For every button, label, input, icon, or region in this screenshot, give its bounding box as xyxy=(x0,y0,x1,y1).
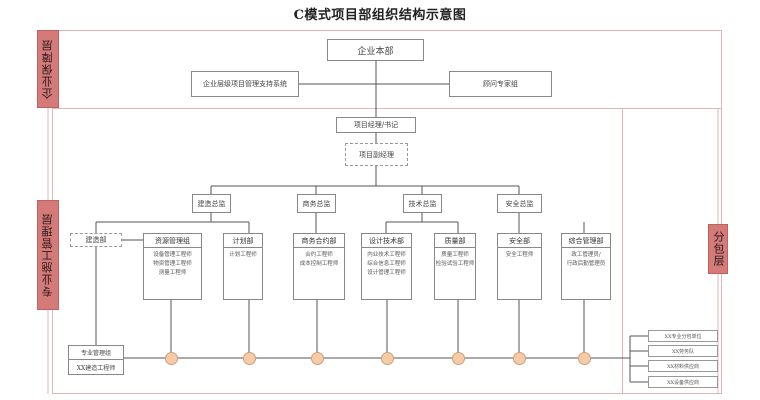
department-role: 测量工程师 xyxy=(158,270,187,276)
enterprise-layer-tab: 企业保障层 xyxy=(37,30,59,108)
subcontractor-box: XX设备供应商 xyxy=(648,376,718,388)
department-role: 物资管理工程师 xyxy=(153,261,192,267)
department-role: 安全工程师 xyxy=(505,252,534,258)
department-box: 综合管理部 政工管理员/ 行政后勤管理员 xyxy=(561,233,611,300)
bus-node xyxy=(311,352,324,365)
director-box: 技术总监 xyxy=(403,194,442,213)
department-role: 检验试验工程师 xyxy=(435,261,475,267)
department-role: 计划工程师 xyxy=(229,252,257,258)
department-role: 质量工程师 xyxy=(441,252,469,258)
director-box: 商务总监 xyxy=(297,194,336,213)
department-name: 质量部 xyxy=(435,234,475,248)
department-role: 合约工程师 xyxy=(305,252,333,258)
department-box: 质量部 质量工程师 检验试验工程师 xyxy=(434,233,476,300)
deputy-manager-box: 项目副经理 xyxy=(345,143,408,166)
department-box: 设计技术部 内业技术工程师 综合信息工程师 设计管理工程师 xyxy=(361,233,412,300)
subcontractor-box: XX劳务队 xyxy=(648,345,718,357)
diagram-title: C模式项目部组织结构示意图 xyxy=(293,8,467,23)
project-manager-box: 项目经理/书记 xyxy=(336,117,416,133)
department-role: 行政后勤管理员 xyxy=(566,261,606,267)
bus-node xyxy=(381,352,394,365)
director-box: 安全总监 xyxy=(497,194,542,213)
construction-dept-box: 建造部 xyxy=(70,233,122,247)
bus-node xyxy=(243,352,256,365)
construction-layer-tab: 专业施工管理层 xyxy=(37,200,59,310)
subcontractor-box: XX专业分包单位 xyxy=(648,330,718,342)
support-system-box: 企业层级项目管理支持系统 xyxy=(191,71,299,97)
advisors-box: 顾问专家组 xyxy=(449,71,552,97)
department-box: 安全部 安全工程师 xyxy=(497,233,542,300)
bus-node xyxy=(578,352,591,365)
bus-node xyxy=(165,352,178,365)
enterprise-hq-box: 企业本部 xyxy=(327,39,424,61)
department-name: 安全部 xyxy=(498,234,541,248)
department-role: 综合信息工程师 xyxy=(367,261,406,267)
subcontract-layer-tab: 分包层 xyxy=(708,224,728,274)
department-role: 设备管理工程师 xyxy=(153,252,192,258)
department-role: 内业技术工程师 xyxy=(367,252,406,258)
department-name: 资源管理组 xyxy=(144,234,201,248)
department-role: 成本控制工程师 xyxy=(299,261,339,267)
department-name: 商务合约部 xyxy=(294,234,344,248)
specialty-group-role: XX建造工程师 xyxy=(76,364,116,372)
department-box: 资源管理组 设备管理工程师 物资管理工程师 测量工程师 xyxy=(143,233,202,300)
subcontract-layer-label: 分包层 xyxy=(712,231,725,267)
bus-node xyxy=(452,352,465,365)
department-role: 政工管理员/ xyxy=(571,252,601,258)
department-name: 综合管理部 xyxy=(562,234,610,248)
director-box: 建造总监 xyxy=(192,194,231,213)
department-name: 计划部 xyxy=(224,234,262,248)
department-role: 设计管理工程师 xyxy=(367,270,406,276)
specialty-group-name: 专业管理组 xyxy=(69,346,123,360)
department-box: 计划部 计划工程师 xyxy=(223,233,263,300)
specialty-group-box: 专业管理组 XX建造工程师 xyxy=(68,345,124,375)
department-name: 设计技术部 xyxy=(362,234,411,248)
subcontractor-box: XX材料供应商 xyxy=(648,360,718,372)
bus-node xyxy=(513,352,526,365)
department-box: 商务合约部 合约工程师 成本控制工程师 xyxy=(293,233,345,300)
